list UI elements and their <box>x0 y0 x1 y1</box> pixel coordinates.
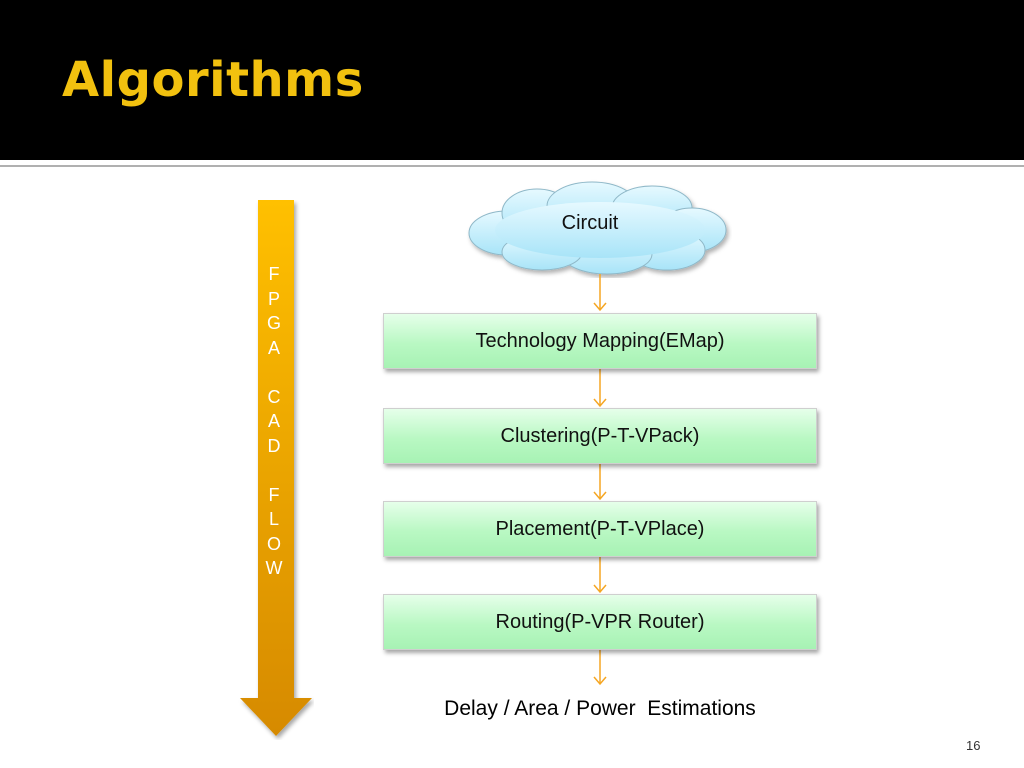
flow-letter: O <box>266 533 281 554</box>
title-underline <box>0 165 1024 167</box>
flow-letter: W <box>265 558 283 578</box>
title-bar <box>0 0 1024 160</box>
connector-arrow-icon <box>593 464 607 501</box>
step-routing: Routing(P-VPR Router) <box>383 594 817 650</box>
flow-letter: A <box>267 337 280 358</box>
step-technology-mapping: Technology Mapping(EMap) <box>383 313 817 369</box>
flow-letter: A <box>267 411 280 431</box>
flow-letter: C <box>267 386 281 407</box>
slide-number: 16 <box>966 738 981 753</box>
flow-letter: F <box>268 484 280 505</box>
connector-arrow-icon <box>593 650 607 686</box>
flow-letter: G <box>266 313 281 333</box>
flow-label: F P G A C A D F L O W <box>256 262 292 581</box>
connector-arrow-icon <box>593 557 607 594</box>
connector-arrow-icon <box>593 274 607 312</box>
slide-title: Algorithms <box>62 52 364 108</box>
flow-letter: L <box>268 509 279 529</box>
flow-letter: F <box>268 264 280 284</box>
step-placement: Placement(P-T-VPlace) <box>383 501 817 557</box>
flow-letter: P <box>267 288 280 309</box>
title-divider <box>0 160 1024 163</box>
flow-letter: D <box>267 435 281 456</box>
start-node-label: Circuit <box>561 212 619 234</box>
cloud-icon <box>468 181 727 275</box>
down-arrow-icon <box>240 200 312 736</box>
flow-result: Delay / Area / Power Estimations <box>444 697 756 720</box>
step-clustering: Clustering(P-T-VPack) <box>383 408 817 464</box>
connector-arrow-icon <box>593 369 607 408</box>
